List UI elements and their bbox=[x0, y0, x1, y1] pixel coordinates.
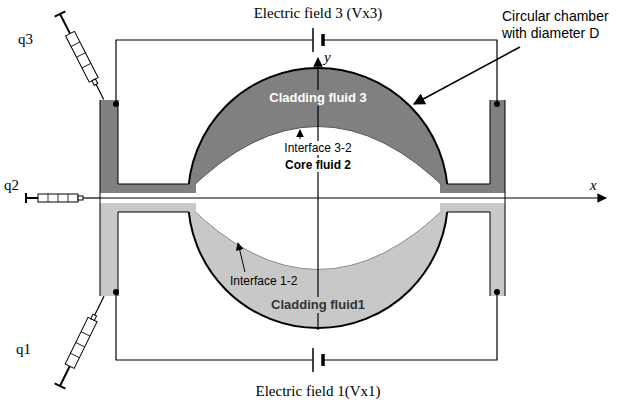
inlet-1-arm bbox=[100, 203, 118, 296]
outlet-1-arm bbox=[490, 203, 505, 296]
axis-label: y bbox=[324, 48, 331, 66]
chamber-label: Circular chamber with diameter D bbox=[502, 8, 620, 42]
electrode bbox=[113, 289, 119, 295]
leader-arrow bbox=[414, 47, 520, 104]
inlet-3-channel bbox=[100, 184, 196, 193]
battery-plate bbox=[312, 28, 314, 52]
battery-plate bbox=[321, 354, 325, 366]
field-label: Electric field 1(Vx1) bbox=[256, 382, 381, 400]
electrode bbox=[113, 101, 119, 107]
battery-plate bbox=[321, 34, 325, 46]
syringe bbox=[26, 193, 100, 203]
field-label: Electric field 3 (Vx3) bbox=[254, 4, 383, 22]
flow-rate-label: q1 bbox=[16, 340, 31, 358]
region-label: Cladding fluid 3 bbox=[267, 90, 369, 106]
electrode bbox=[494, 101, 500, 107]
interface-label: Interface 1-2 bbox=[228, 274, 299, 288]
axis-label: x bbox=[590, 176, 597, 194]
flow-rate-label: q3 bbox=[18, 30, 33, 48]
region-label: Core fluid 2 bbox=[283, 158, 353, 172]
interface-label: Interface 3-2 bbox=[282, 141, 353, 155]
x-axis bbox=[100, 197, 606, 198]
syringe bbox=[55, 294, 110, 389]
battery-plate bbox=[312, 348, 314, 372]
circuit-wire-1 bbox=[116, 292, 497, 360]
electrode bbox=[494, 289, 500, 295]
outlet-3-arm bbox=[490, 100, 505, 193]
leader-arrow bbox=[238, 243, 245, 272]
region-label: Cladding fluid1 bbox=[269, 297, 367, 313]
syringe bbox=[55, 11, 109, 102]
inlet-3-arm bbox=[100, 100, 118, 193]
leader-arrow bbox=[300, 130, 301, 139]
flow-rate-label: q2 bbox=[4, 176, 19, 194]
